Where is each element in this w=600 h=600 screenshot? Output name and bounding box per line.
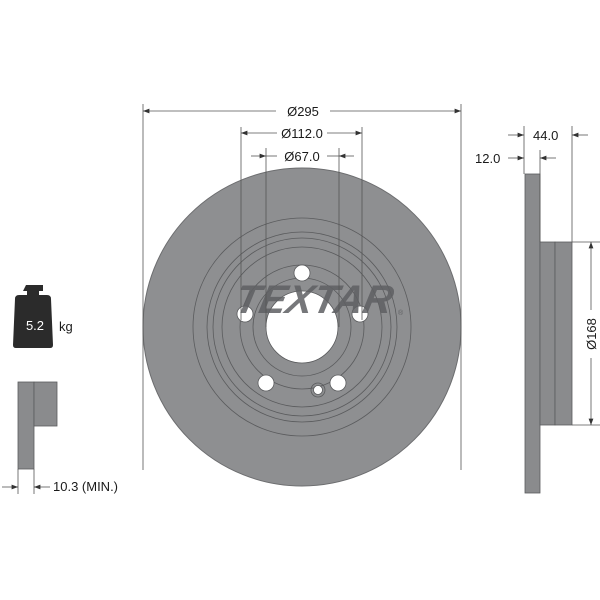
weight-icon: 5.2 [13,285,53,348]
textar-logo: TEXTAR [231,276,398,321]
weight-value: 5.2 [26,318,44,333]
center-bore-label: Ø67.0 [284,149,319,164]
registered-mark: ® [398,309,404,317]
min-thickness-label: 10.3 (MIN.) [53,479,118,494]
total-height-label: 44.0 [533,128,558,143]
weight-unit: kg [59,319,73,334]
disc-front-view: TEXTAR ® [142,167,462,487]
profile-dimension-lines [508,126,600,426]
dimension-lines [142,104,462,470]
disc-thickness-label: 12.0 [475,151,500,166]
min-thickness-profile [17,381,58,470]
hat-diameter-label: Ø168 [584,318,599,350]
bolt-circle-label: Ø112.0 [281,126,323,141]
outer-diameter-label: Ø295 [287,104,319,119]
disc-side-profile [524,173,573,494]
min-thickness-dimension [2,469,50,494]
